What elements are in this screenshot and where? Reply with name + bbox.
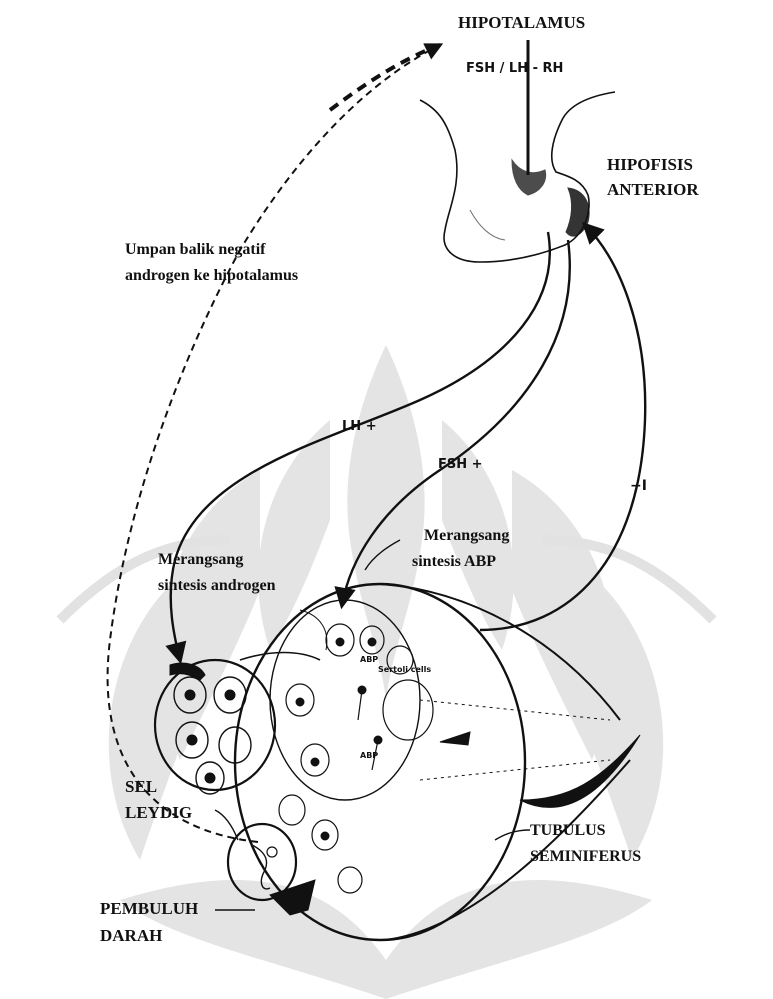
merangsang-abp-line1: Merangsang: [424, 527, 509, 544]
sertoli-cells-label: Sertoli cells: [378, 665, 431, 674]
sel-leydig-line1: SEL: [125, 777, 157, 796]
tubulus-line2: SEMINIFERUS: [530, 848, 641, 865]
abp-small-label: ABP: [360, 655, 378, 664]
feedback-label-line2: androgen ke hipotalamus: [125, 267, 298, 284]
pembuluh-line2: DARAH: [100, 926, 162, 945]
hipofisis-label-line2: ANTERIOR: [607, 180, 699, 199]
hipofisis-label-line1: HIPOFISIS: [607, 155, 693, 174]
merangsang-abp-line2: sintesis ABP: [412, 553, 496, 570]
abp-small-label-2: ABP: [360, 751, 378, 760]
lh-plus-label: LH +: [342, 419, 377, 434]
merangsang-androgen-line2: sintesis androgen: [158, 577, 276, 594]
fsh-plus-label: FSH +: [438, 457, 483, 472]
feedback-label-line1: Umpan balik negatif: [125, 241, 266, 258]
sel-leydig-line2: LEYDIG: [125, 803, 192, 822]
tubulus-line1: TUBULUS: [530, 822, 606, 839]
hipotalamus-label: HIPOTALAMUS: [458, 13, 585, 32]
pembuluh-line1: PEMBULUH: [100, 899, 198, 918]
merangsang-androgen-line1: Merangsang: [158, 551, 243, 568]
fsh-lh-rh-label: FSH / LH - RH: [466, 61, 563, 76]
minus-one-label: −I: [630, 478, 647, 494]
